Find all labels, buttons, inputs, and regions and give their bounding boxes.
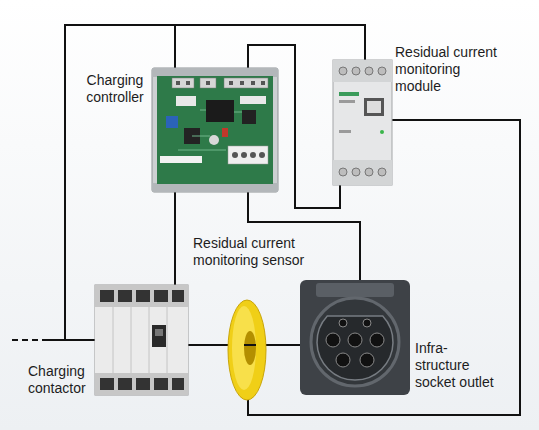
controller-board	[224, 78, 268, 88]
monitoring-module	[367, 101, 381, 113]
monitoring-module	[339, 100, 355, 103]
component-label: Charging controller	[80, 72, 150, 106]
controller-board	[152, 183, 278, 192]
controller-board	[160, 156, 202, 163]
sensor-ring	[244, 344, 256, 346]
controller-board	[176, 96, 196, 106]
socket-node: Infra- structure socket outlet	[300, 280, 410, 395]
controller-board	[222, 128, 228, 137]
controller-board	[232, 152, 238, 158]
controller-board	[259, 152, 265, 158]
controller-board	[152, 68, 278, 77]
socket-outlet	[316, 283, 394, 297]
monitoring-module	[339, 130, 351, 133]
controller-board	[229, 81, 233, 85]
controller-board	[261, 81, 265, 85]
contactor-body	[136, 290, 150, 302]
controller-board	[166, 116, 178, 128]
controller-board	[228, 146, 268, 164]
contactor-body	[95, 285, 188, 395]
monitoring-module	[364, 98, 384, 116]
monitoring-module	[339, 168, 347, 176]
controller-board	[241, 152, 247, 158]
supply-wire	[12, 339, 42, 341]
socket-outlet	[370, 333, 384, 347]
socket-outlet	[363, 319, 371, 327]
wire-connector	[266, 344, 300, 346]
contactor-body	[152, 325, 166, 347]
socket-outlet	[336, 353, 350, 367]
monitoring-module	[333, 160, 392, 185]
component-label: Infra- structure socket outlet	[415, 340, 505, 391]
wire-connector	[174, 192, 176, 285]
controller-board	[206, 100, 234, 122]
socket-outlet	[360, 353, 374, 367]
socket-outlet	[348, 333, 362, 347]
controller-board	[206, 81, 210, 85]
monitoring-module	[365, 67, 373, 75]
socket-outlet	[339, 319, 347, 327]
controller-board	[157, 76, 273, 184]
contactor-body	[154, 290, 168, 302]
controller-board	[200, 78, 216, 88]
monitoring-module	[339, 67, 347, 75]
controller-board	[178, 110, 242, 150]
controller-board	[240, 81, 244, 85]
contactor-body	[172, 378, 184, 390]
monitoring-module	[352, 168, 360, 176]
controller-board	[240, 96, 266, 104]
sensor-node: Residual current monitoring sensor	[228, 300, 266, 400]
sensor-ring	[244, 331, 256, 365]
contactor-body	[113, 307, 167, 373]
contactor-body	[154, 378, 168, 390]
controller-board	[176, 81, 180, 85]
controller-board	[152, 68, 278, 192]
monitoring-module	[333, 60, 392, 185]
contactor-body	[95, 285, 188, 307]
controller-board	[172, 78, 194, 88]
contactor-node: Charging contactor	[95, 285, 188, 395]
controller-board	[250, 152, 256, 158]
sensor-ring	[228, 300, 266, 400]
monitoring-module	[333, 60, 392, 185]
sensor-ring	[228, 300, 266, 400]
component-label: Charging contactor	[28, 363, 98, 397]
socket-outlet	[311, 298, 399, 386]
monitoring-module	[352, 67, 360, 75]
contactor-body	[118, 378, 132, 390]
monitoring-module	[378, 67, 386, 75]
contactor-body	[136, 378, 150, 390]
monitoring-module	[378, 168, 386, 176]
contactor-body	[155, 329, 163, 336]
monitoring-module	[333, 60, 392, 82]
controller-node: Charging controller	[152, 68, 278, 192]
socket-outlet	[300, 280, 410, 395]
sensor-ring	[232, 306, 256, 390]
wire-connector	[188, 344, 228, 346]
monitoring-module	[380, 130, 384, 134]
controller-board	[242, 110, 256, 124]
contactor-body	[95, 307, 188, 373]
component-label: Residual current monitoring module	[395, 44, 503, 95]
contactor-body	[100, 378, 114, 390]
contactor-body	[95, 285, 188, 395]
controller-board	[251, 81, 255, 85]
socket-outlet	[326, 333, 340, 347]
controller-board	[209, 135, 219, 145]
controller-board	[186, 81, 190, 85]
monitoring-module	[339, 92, 359, 96]
contactor-body	[100, 290, 114, 302]
module-node: Residual current monitoring module	[333, 60, 392, 185]
socket-outlet	[300, 280, 410, 395]
socket-outlet	[317, 316, 393, 380]
monitoring-module	[365, 168, 373, 176]
component-label: Residual current monitoring sensor	[193, 235, 318, 269]
contactor-body	[118, 290, 132, 302]
contactor-body	[95, 373, 188, 395]
contactor-body	[172, 290, 184, 302]
controller-board	[152, 68, 278, 192]
